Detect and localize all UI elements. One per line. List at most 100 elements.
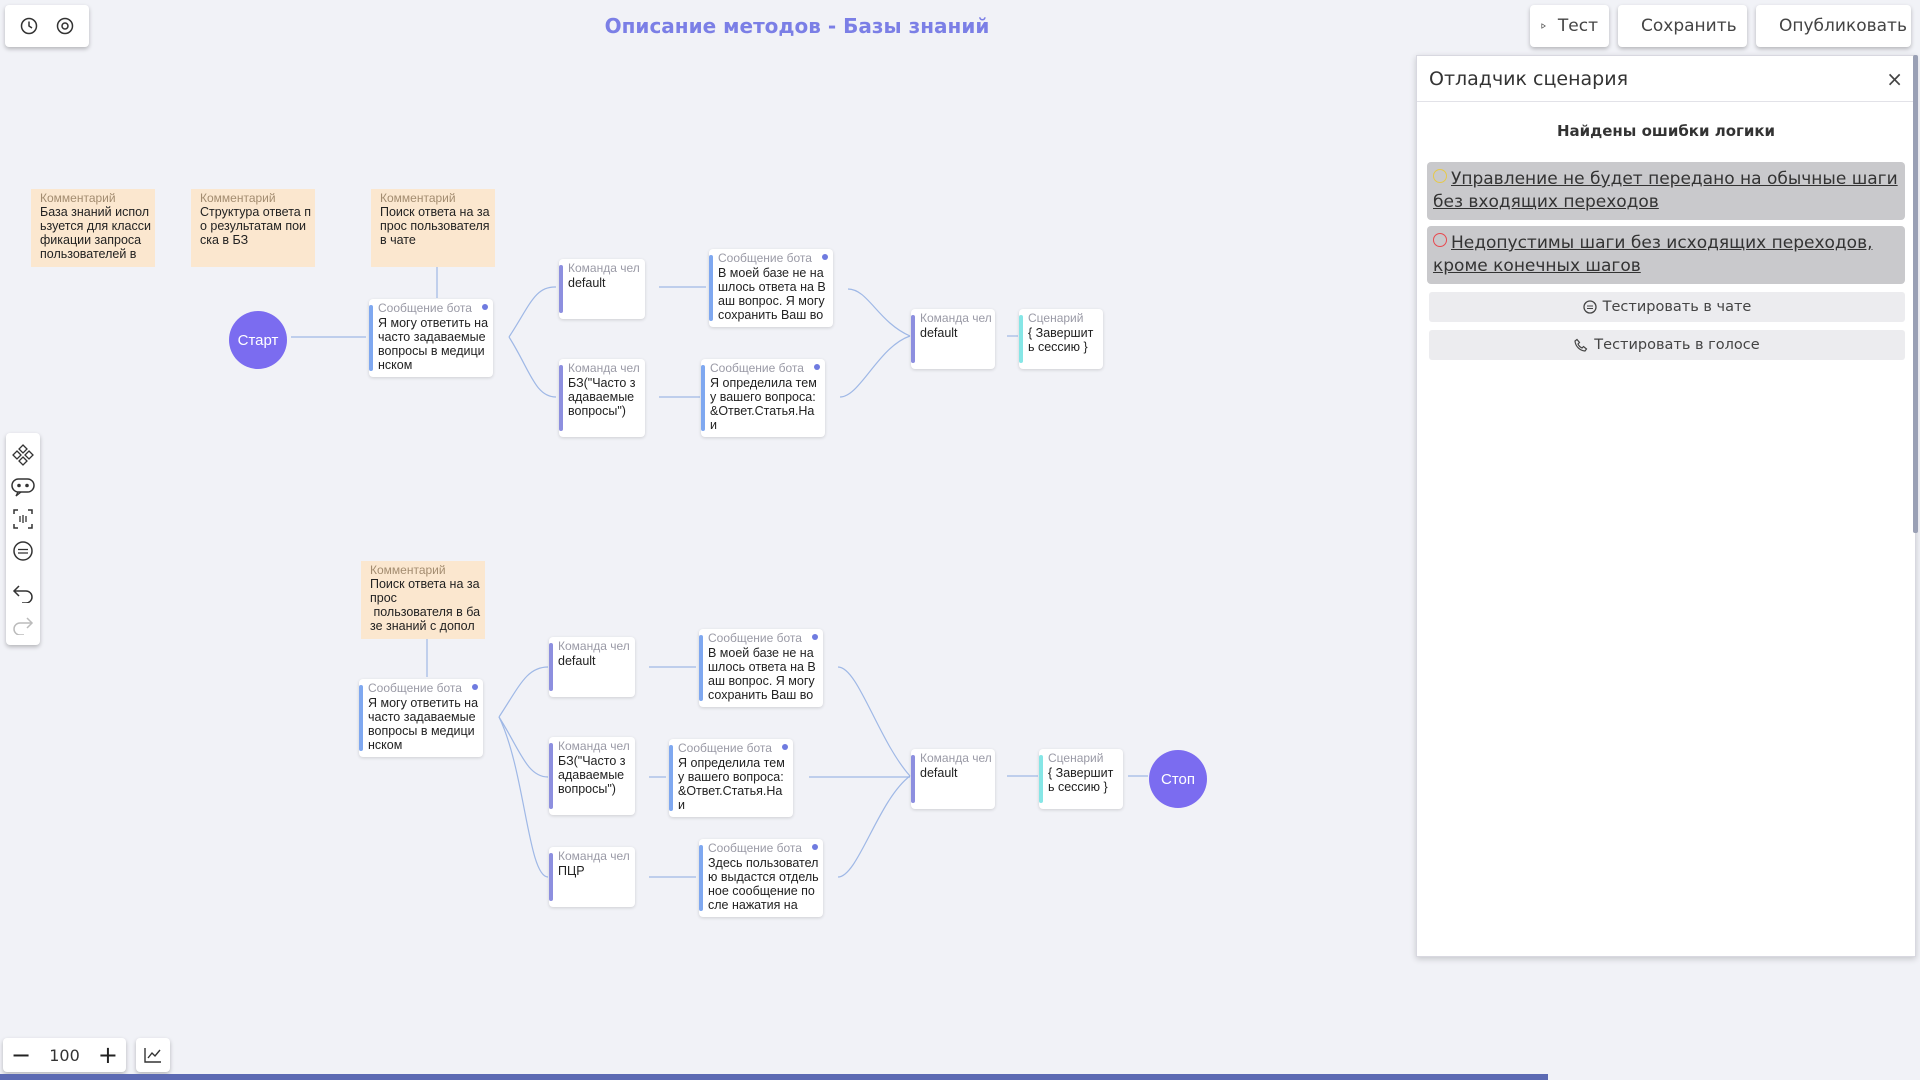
user-command-node[interactable]: Команда чел БЗ("Часто задаваемые вопросы… — [559, 359, 645, 437]
connector — [837, 666, 911, 777]
node-text: default — [920, 326, 958, 340]
zoom-value[interactable]: 100 — [49, 1045, 80, 1065]
bot-message-node[interactable]: Сообщение бота Здесь пользователю выдаст… — [699, 839, 823, 917]
node-text: { Завершить сессию } — [1048, 766, 1114, 794]
node-text: default — [568, 276, 606, 290]
node-type-label: Комментарий — [380, 191, 456, 205]
node-type-label: Команда чел — [558, 639, 630, 653]
stop-node[interactable]: Стоп — [1149, 750, 1207, 808]
horizontal-scrollbar[interactable] — [0, 1074, 1548, 1080]
node-type-label: Сообщение бота — [368, 681, 462, 695]
node-type-label: Сообщение бота — [678, 741, 772, 755]
test-in-chat-label: Тестировать в чате — [1602, 299, 1752, 315]
comment-node[interactable]: Комментарий База знаний используется для… — [31, 189, 155, 267]
chat-icon — [1582, 300, 1597, 314]
bot-message-node[interactable]: Сообщение бота Я могу ответить на часто … — [359, 679, 483, 757]
node-type-label: Комментарий — [40, 191, 116, 205]
node-text: ПЦР — [558, 864, 585, 878]
test-button-label: Тест — [1557, 16, 1598, 36]
warning-icon — [1433, 169, 1447, 183]
bot-message-node[interactable]: Сообщение бота Я могу ответить на часто … — [369, 299, 493, 377]
node-type-label: Команда чел — [568, 261, 640, 275]
node-type-label: Команда чел — [920, 751, 991, 765]
bot-message-node[interactable]: Сообщение бота В моей базе не нашлось от… — [699, 629, 823, 707]
scenario-node[interactable]: Сценарий { Завершить сессию } — [1039, 749, 1123, 809]
error-text: Управление не будет передано на обычные … — [1433, 169, 1898, 212]
history-icon[interactable] — [13, 10, 45, 42]
publish-button[interactable]: Опубликовать — [1756, 5, 1911, 47]
node-text: Поиск ответа на запрос пользователя в ча… — [380, 205, 490, 247]
node-text: Здесь пользователю выдастся отдельное со… — [708, 856, 819, 912]
test-in-voice-button[interactable]: Тестировать в голосе — [1429, 330, 1905, 360]
connector — [508, 286, 557, 338]
error-item[interactable]: Недопустимы шаги без исходящих переходов… — [1427, 226, 1905, 284]
node-type-label: Команда чел — [558, 739, 630, 753]
user-command-node[interactable]: Команда чел default — [559, 259, 645, 319]
node-text: default — [558, 654, 596, 668]
node-text: БЗ("Часто задаваемые вопросы") — [568, 376, 636, 418]
scenario-debugger-panel: Отладчик сценария × Найдены ошибки логик… — [1416, 55, 1916, 957]
connector — [839, 335, 911, 398]
undo-icon[interactable] — [8, 577, 38, 609]
user-command-node[interactable]: Команда чел БЗ("Часто задаваемые вопросы… — [549, 737, 635, 815]
user-command-node[interactable]: Команда чел default — [549, 637, 635, 697]
user-command-node[interactable]: Команда чел default — [911, 309, 995, 369]
user-command-node[interactable]: Команда чел ПЦР — [549, 847, 635, 907]
zoom-in-button[interactable]: + — [97, 1041, 119, 1069]
settings-icon[interactable] — [49, 10, 81, 42]
node-text: Я определила тему вашего вопроса: &Ответ… — [710, 376, 817, 432]
node-text: БЗ("Часто задаваемые вопросы") — [558, 754, 626, 796]
connector — [498, 716, 549, 878]
save-button-label: Сохранить — [1641, 16, 1737, 36]
zoom-out-button[interactable]: − — [10, 1041, 32, 1069]
node-type-label: Сценарий — [1048, 751, 1104, 765]
close-icon[interactable]: × — [1886, 66, 1903, 91]
node-text: В моей базе не нашлось ответа на Ваш воп… — [718, 266, 826, 322]
scenario-node[interactable]: Сценарий { Завершить сессию } — [1019, 309, 1103, 369]
connector — [837, 775, 911, 878]
test-button[interactable]: Тест — [1530, 5, 1609, 47]
node-type-label: Команда чел — [558, 849, 630, 863]
error-item[interactable]: Управление не будет передано на обычные … — [1427, 162, 1905, 220]
connector — [498, 716, 549, 778]
bot-message-icon[interactable] — [8, 471, 38, 503]
comment-node[interactable]: Комментарий Поиск ответа на запрос польз… — [371, 189, 495, 267]
test-in-voice-label: Тестировать в голосе — [1594, 337, 1760, 353]
comment-node[interactable]: Комментарий Структура ответа по результа… — [191, 189, 315, 267]
start-node[interactable]: Старт — [229, 311, 287, 369]
bot-message-node[interactable]: Сообщение бота В моей базе не нашлось от… — [709, 249, 833, 327]
error-text: Недопустимы шаги без исходящих переходов… — [1433, 233, 1873, 276]
node-text: { Завершить сессию } — [1028, 326, 1094, 354]
save-button[interactable]: Сохранить — [1618, 5, 1747, 47]
node-type-label: Команда чел — [568, 361, 640, 375]
test-in-chat-button[interactable]: Тестировать в чате — [1429, 292, 1905, 322]
play-icon — [1541, 23, 1546, 29]
node-text: Я определила тему вашего вопроса: &Ответ… — [678, 756, 785, 812]
panel-scrollbar[interactable] — [1913, 55, 1918, 533]
scenario-icon[interactable] — [8, 535, 38, 567]
node-type-label: Сообщение бота — [710, 361, 804, 375]
user-command-node[interactable]: Команда чел default — [911, 749, 995, 809]
node-type-label: Сообщение бота — [708, 841, 802, 855]
node-type-label: Команда чел — [920, 311, 991, 325]
errors-heading: Найдены ошибки логики — [1556, 122, 1776, 140]
node-text: Я могу ответить на часто задаваемые вопр… — [378, 316, 489, 372]
user-command-icon[interactable] — [8, 503, 38, 535]
redo-icon[interactable] — [8, 609, 38, 641]
node-type-label: Сообщение бота — [708, 631, 802, 645]
bot-message-node[interactable]: Сообщение бота Я определила тему вашего … — [669, 739, 793, 817]
bot-message-node[interactable]: Сообщение бота Я определила тему вашего … — [701, 359, 825, 437]
comment-node[interactable]: Комментарий Поиск ответа на запрос польз… — [361, 561, 485, 639]
node-text: База знаний используется для классификац… — [40, 205, 151, 261]
error-icon — [1433, 233, 1447, 247]
analytics-button[interactable] — [136, 1038, 170, 1072]
node-text: Структура ответа по результатам поиска в… — [200, 205, 311, 247]
phone-icon — [1574, 338, 1588, 352]
page-title: Описание методов - Базы знаний — [604, 14, 990, 38]
node-type-label: Сообщение бота — [378, 301, 472, 315]
panel-header: Отладчик сценария × — [1417, 56, 1915, 102]
node-type-label: Сообщение бота — [718, 251, 812, 265]
add-step-icon[interactable] — [8, 439, 38, 471]
node-text: Поиск ответа на запрос пользователя в ба… — [370, 577, 481, 633]
connector — [847, 288, 911, 337]
